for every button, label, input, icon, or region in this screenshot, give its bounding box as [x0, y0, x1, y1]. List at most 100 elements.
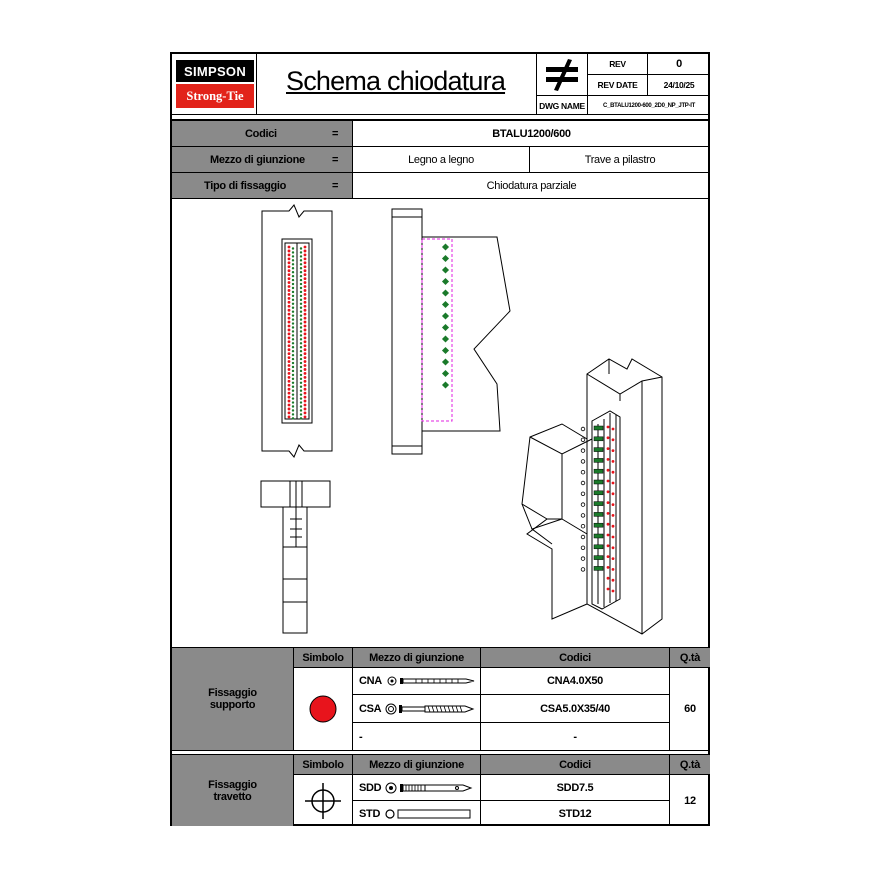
fastener-dot	[299, 274, 303, 278]
fastener-dot	[287, 399, 291, 403]
fastener-dot	[287, 328, 291, 332]
fastener-dot	[299, 318, 303, 321]
fastener-dot	[299, 310, 303, 313]
fastener-dot	[606, 533, 610, 537]
fastener-dot	[299, 259, 303, 262]
fastener-screw	[593, 458, 604, 463]
fastener-dot	[303, 316, 307, 320]
fastener-dot	[303, 387, 307, 391]
fastener-dot	[299, 373, 303, 377]
fastener-head	[580, 491, 586, 496]
fastener-dot	[611, 492, 615, 496]
fastener-dot	[303, 296, 307, 300]
fastener-dot	[611, 535, 615, 539]
fastener-dot	[291, 413, 295, 416]
fastener-dot	[606, 587, 610, 591]
fastener-dot	[611, 449, 615, 452]
fastener-dot	[287, 407, 291, 411]
mezzo-label: Mezzo di giunzione	[210, 153, 305, 166]
dwg-name-label: DWG NAME	[536, 95, 588, 115]
tipo-label: Tipo di fissaggio	[204, 179, 287, 192]
fastener-dot	[303, 289, 307, 292]
fastener-dot	[299, 353, 303, 357]
fastener-dot	[287, 285, 291, 288]
fastener-dot	[303, 368, 307, 371]
codice-sdd: SDD7.5	[480, 774, 670, 801]
fastener-dot	[303, 273, 307, 277]
fastener-dot	[611, 524, 615, 528]
fastener-dot	[611, 438, 615, 442]
fastener-head	[580, 513, 586, 518]
codici-label-cell: Codici =	[172, 120, 353, 147]
fastener-dot	[287, 411, 291, 415]
fastener-dot	[291, 318, 295, 321]
fastener-dot	[299, 357, 303, 361]
nail-icon	[387, 676, 475, 686]
fastener-dot	[291, 377, 295, 381]
fastener-dot	[287, 253, 291, 257]
fastener-screw	[593, 566, 604, 571]
fastener-dot	[287, 261, 291, 265]
fastener-dot	[291, 286, 295, 290]
equals-sign: =	[332, 127, 339, 140]
fastener-dot	[287, 356, 291, 359]
fastener-diamond	[441, 369, 450, 378]
fastener-screw	[593, 555, 604, 560]
fastener-dot	[299, 413, 303, 416]
fastener-dot	[606, 555, 610, 558]
fastener-dot	[299, 342, 303, 345]
fastener-dot	[291, 397, 295, 400]
fastener-dot	[303, 261, 307, 265]
col-mezzo-header-2: Mezzo di giunzione	[352, 754, 481, 775]
fastener-dot	[611, 514, 615, 517]
fastener-dot	[291, 278, 295, 282]
dowel-icon	[385, 808, 471, 819]
fastener-dot	[291, 267, 295, 270]
fastener-dot	[299, 290, 303, 294]
fastener-dot	[303, 383, 307, 387]
fastener-dot	[303, 245, 307, 249]
fastener-dot	[287, 332, 291, 336]
fastener-dot	[303, 403, 307, 407]
fastener-head	[580, 556, 586, 561]
fastener-dot	[287, 348, 291, 352]
fastener-dot	[303, 324, 307, 328]
rev-value: 0	[647, 54, 710, 75]
codice-std: STD12	[480, 800, 670, 826]
fastener-dot	[287, 281, 291, 284]
fastener-dot	[299, 247, 303, 250]
codice-cna: CNA4.0X50	[480, 667, 670, 695]
fastener-dot	[303, 308, 307, 312]
fastener-dot	[303, 415, 307, 419]
fastener-dot	[287, 277, 291, 280]
fastener-dot	[303, 269, 307, 273]
fastener-dot	[291, 302, 295, 305]
fastener-dot	[291, 369, 295, 373]
col-qta-header: Q.tà	[669, 647, 710, 668]
fastener-dot	[299, 282, 303, 286]
fastener-diamond	[441, 312, 450, 320]
fissaggio-supporto-label: Fissaggio supporto	[172, 647, 294, 751]
mezzo-row-csa: CSA	[352, 694, 481, 723]
fastener-dot	[606, 436, 610, 440]
fastener-dot	[299, 271, 303, 274]
fastener-dot	[303, 312, 307, 316]
fastener-dot	[606, 425, 610, 429]
rev-label: REV	[587, 54, 648, 75]
not-equal-icon	[546, 58, 578, 91]
fastener-dot	[303, 300, 307, 304]
col-codici-header: Codici	[480, 647, 670, 668]
fastener-dot	[606, 501, 610, 504]
fastener-dot	[291, 338, 295, 341]
fastener-dot	[287, 293, 291, 296]
fastener-dot	[303, 336, 307, 340]
fastener-screw	[593, 436, 604, 442]
fastener-dot	[287, 352, 291, 356]
fastener-dot	[303, 364, 307, 367]
codice-empty: -	[480, 722, 670, 751]
fastener-dot	[299, 417, 303, 420]
fastener-dot	[291, 353, 295, 357]
fastener-dot	[303, 281, 307, 284]
fastener-diamond	[441, 243, 450, 251]
fastener-dot	[299, 350, 303, 353]
